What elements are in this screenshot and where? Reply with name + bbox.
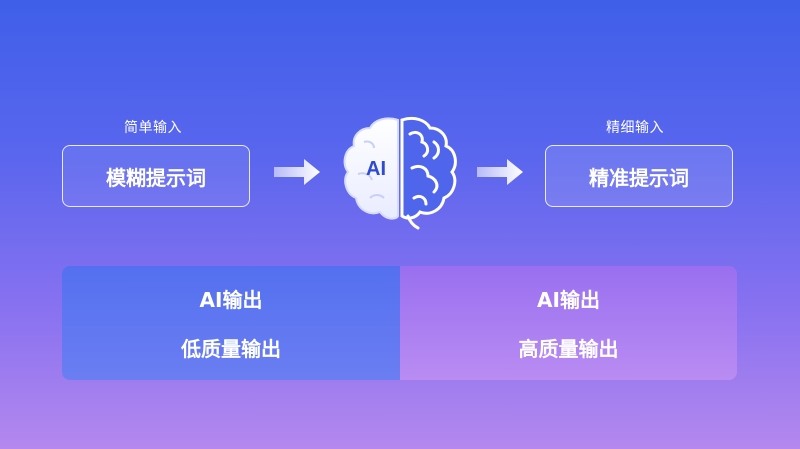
precise-prompt-box: 精准提示词	[545, 145, 733, 207]
vague-prompt-text: 模糊提示词	[106, 165, 206, 190]
detailed-input-label: 精细输入	[606, 120, 664, 136]
brain-icon: AI	[343, 116, 457, 230]
ai-output-label-right: AI输出	[537, 288, 600, 312]
high-quality-output-panel: AI输出 高质量输出	[400, 266, 737, 380]
ai-output-label-left: AI输出	[199, 288, 263, 312]
low-quality-output-panel: AI输出 低质量输出	[62, 266, 400, 380]
brain-ai-text: AI	[366, 158, 386, 180]
precise-prompt-text: 精准提示词	[589, 165, 689, 190]
vague-prompt-box: 模糊提示词	[62, 145, 250, 207]
low-quality-output-text: 低质量输出	[181, 337, 281, 361]
arrow-right-icon	[274, 159, 320, 185]
high-quality-output-text: 高质量输出	[518, 337, 619, 361]
arrow-right-icon-2	[477, 159, 523, 185]
simple-input-label: 简单输入	[124, 120, 182, 136]
